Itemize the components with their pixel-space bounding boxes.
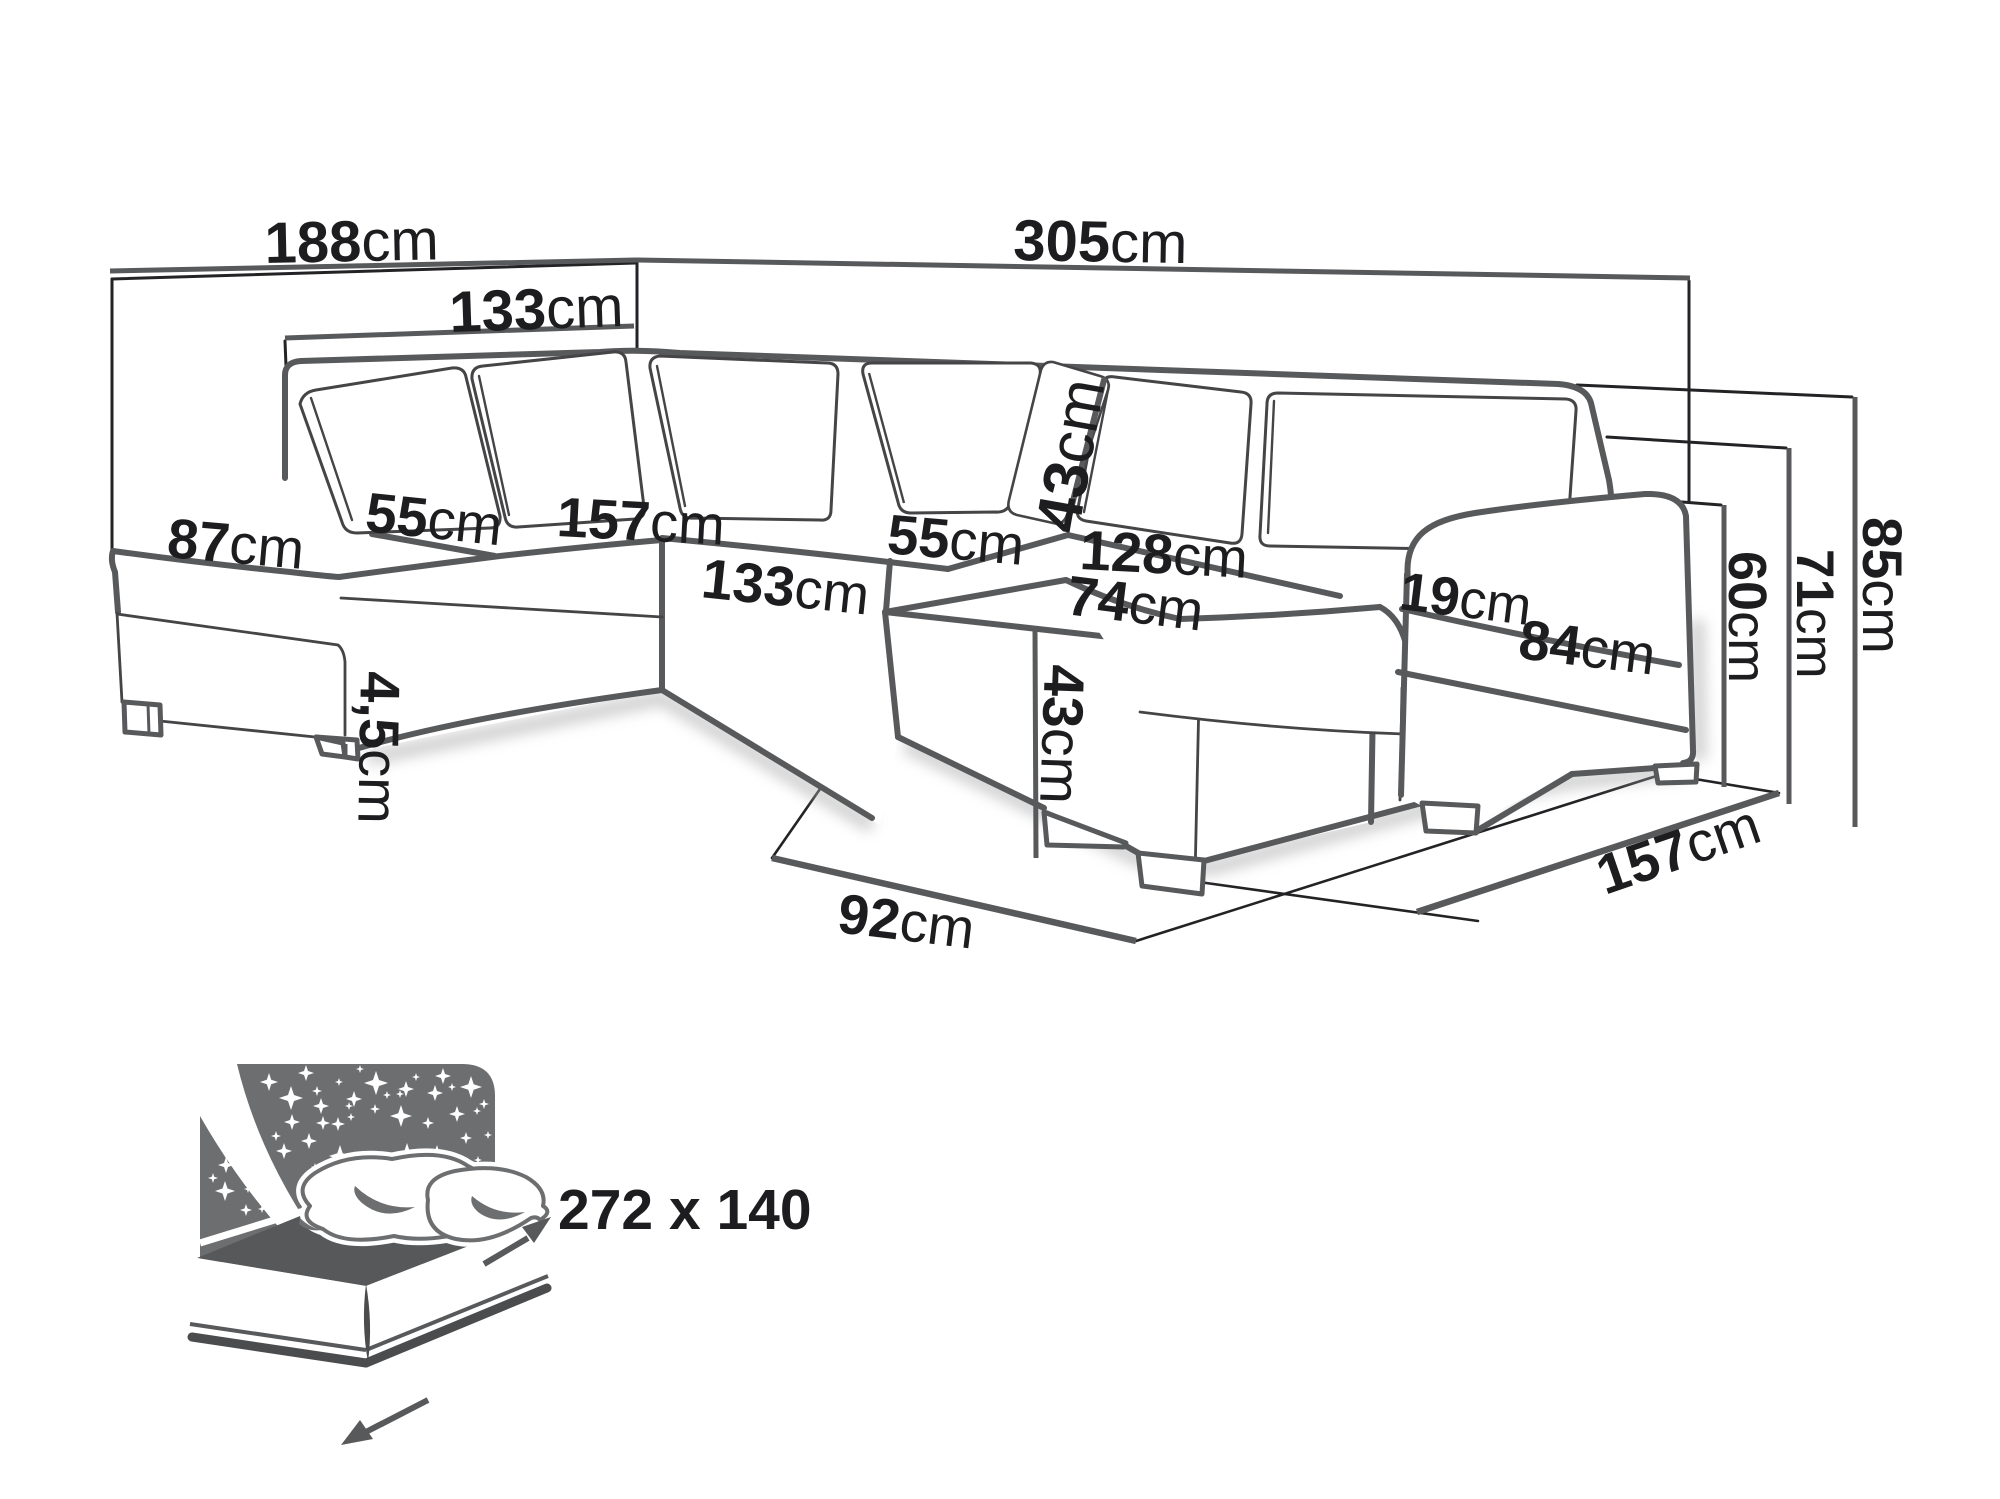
svg-text:43cm: 43cm bbox=[1023, 374, 1119, 538]
svg-text:87cm: 87cm bbox=[165, 506, 307, 581]
svg-text:133cm: 133cm bbox=[448, 274, 624, 345]
svg-text:85cm: 85cm bbox=[1851, 517, 1914, 654]
svg-text:43cm: 43cm bbox=[1027, 664, 1096, 806]
svg-text:157cm: 157cm bbox=[555, 485, 726, 557]
svg-text:55cm: 55cm bbox=[363, 480, 506, 557]
svg-text:188cm: 188cm bbox=[264, 207, 439, 276]
svg-text:128cm: 128cm bbox=[1078, 518, 1249, 590]
svg-text:60cm: 60cm bbox=[1717, 551, 1777, 683]
svg-text:84cm: 84cm bbox=[1516, 607, 1660, 686]
svg-text:133cm: 133cm bbox=[699, 546, 873, 626]
svg-text:92cm: 92cm bbox=[835, 881, 979, 960]
svg-text:71cm: 71cm bbox=[1785, 549, 1844, 679]
svg-text:157cm: 157cm bbox=[1588, 792, 1767, 906]
svg-text:272 x 140: 272 x 140 bbox=[558, 1178, 812, 1242]
svg-text:74cm: 74cm bbox=[1064, 563, 1208, 642]
svg-text:55cm: 55cm bbox=[885, 502, 1027, 577]
svg-text:4,5cm: 4,5cm bbox=[346, 671, 412, 825]
svg-text:305cm: 305cm bbox=[1013, 208, 1188, 276]
svg-text:19cm: 19cm bbox=[1397, 561, 1535, 637]
